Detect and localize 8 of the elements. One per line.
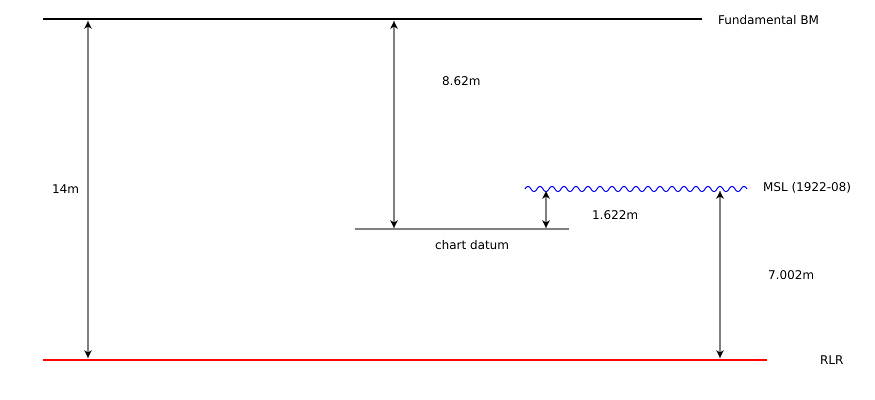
dimension-label: 8.62m [442,74,480,88]
level-label: MSL (1922-08) [763,180,851,194]
dimension-label: 7.002m [768,268,814,282]
level-label: Fundamental BM [718,13,819,27]
dimension-label: 1.622m [592,208,638,222]
dimension-label: 14m [52,182,79,196]
level-label: RLR [820,353,844,367]
level-label: chart datum [435,238,509,252]
